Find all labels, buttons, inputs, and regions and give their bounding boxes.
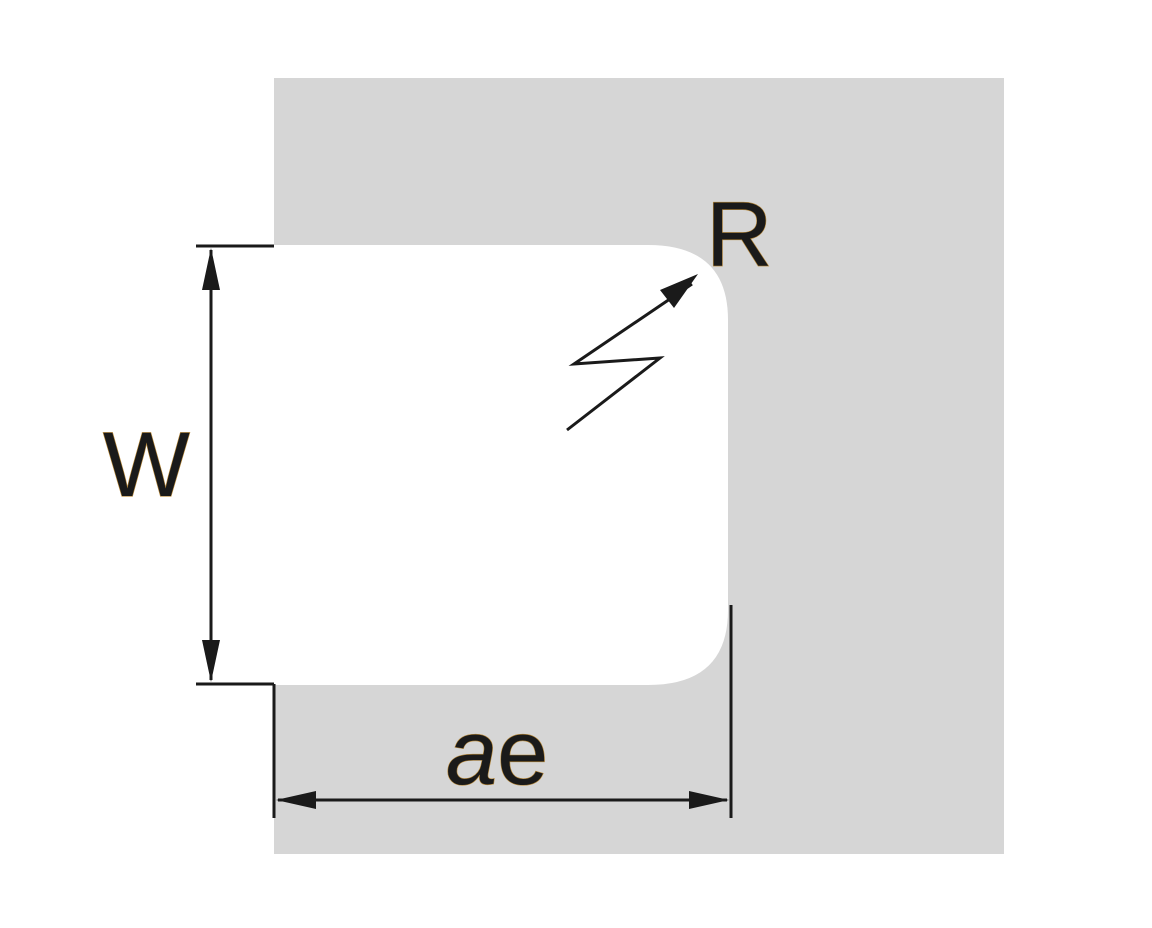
ae-label: ae [446,702,548,804]
slot-opening [0,245,274,685]
ae-arrow-left [276,791,316,809]
ae-label-a: a [446,702,497,804]
ae-arrow-right [689,791,729,809]
ae-label-e: e [497,702,548,804]
r-leader-line [566,282,693,432]
w-arrow-bottom [202,640,220,682]
width-label: W [103,414,190,516]
radius-label: R [706,184,772,286]
r-leader-arrow [660,274,698,308]
slot-cutout [274,245,728,685]
w-arrow-top [202,248,220,290]
